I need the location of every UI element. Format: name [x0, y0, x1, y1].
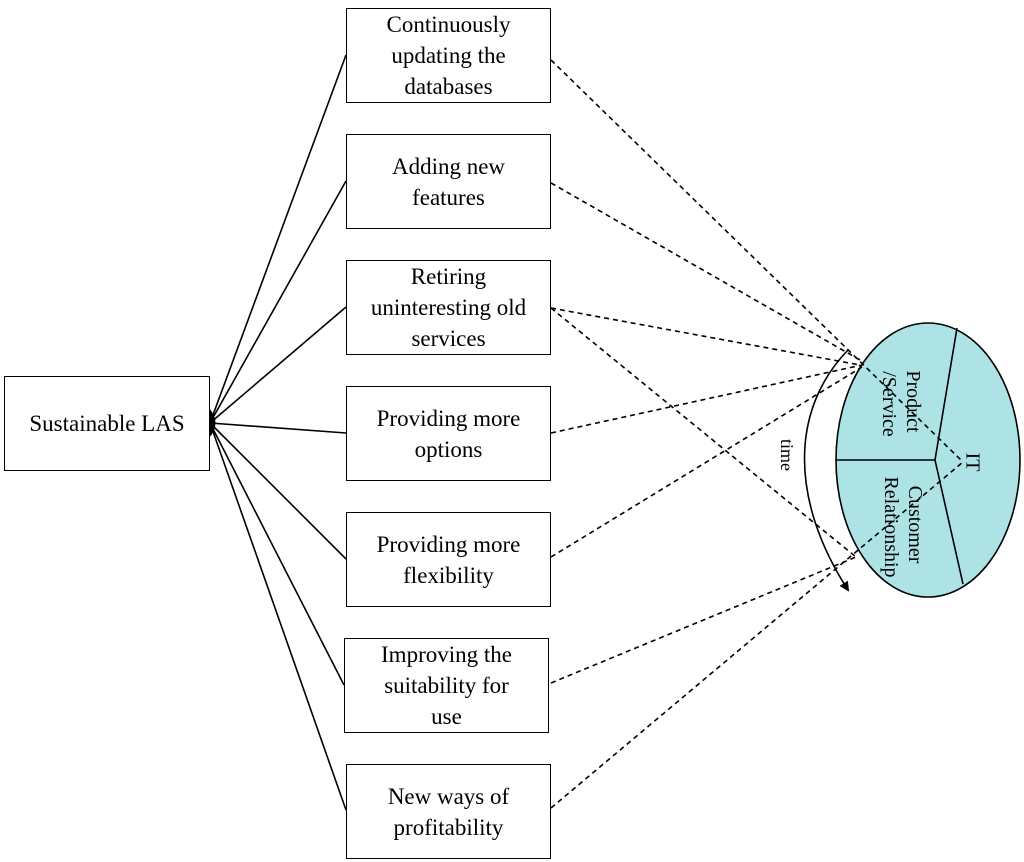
customer-relationship-line-2: Relationship — [880, 476, 902, 577]
dashed-link-5 — [550, 366, 863, 558]
product-service-line-1: Product — [902, 370, 924, 433]
connector-7 — [209, 422, 347, 811]
time-arc: time — [777, 349, 850, 592]
strategy-box-new-profitability: New ways of profitability — [346, 764, 551, 859]
dashed-link-2 — [550, 182, 861, 361]
solid-connectors — [209, 54, 347, 811]
strategy-box-updating-databases: Continuously updating the databases — [346, 8, 551, 103]
strategy-box-improving-suitability: Improving the suitability for use — [344, 638, 549, 733]
product-service-label: Product /Service — [878, 370, 924, 437]
strategy-box-retiring-services: Retiring uninteresting old services — [346, 260, 551, 355]
connector-6 — [209, 422, 345, 686]
connector-4 — [209, 422, 347, 434]
dashed-link-3a — [550, 307, 861, 366]
strategy-box-adding-features: Adding new features — [346, 134, 551, 229]
dashed-link-4 — [550, 364, 863, 434]
dashed-link-1 — [550, 59, 964, 463]
connector-3 — [209, 306, 347, 424]
connector-5 — [209, 422, 347, 560]
strategy-box-more-flexibility: Providing more flexibility — [346, 512, 551, 607]
dashed-links — [550, 59, 964, 809]
customer-relationship-label: Customer Relationship — [880, 476, 926, 577]
root-box-sustainable-las: Sustainable LAS — [4, 376, 210, 471]
it-label: IT — [961, 453, 983, 472]
dashed-link-6 — [550, 556, 857, 684]
connector-1 — [209, 54, 347, 424]
connector-2 — [209, 180, 347, 424]
product-service-line-2: /Service — [878, 371, 900, 437]
time-label: time — [777, 439, 797, 471]
customer-relationship-line-1: Customer — [904, 486, 926, 564]
junction-node — [209, 408, 216, 438]
time-arc-curve — [803, 349, 850, 592]
strategy-box-more-options: Providing more options — [346, 386, 551, 481]
dashed-link-3b — [550, 307, 857, 558]
